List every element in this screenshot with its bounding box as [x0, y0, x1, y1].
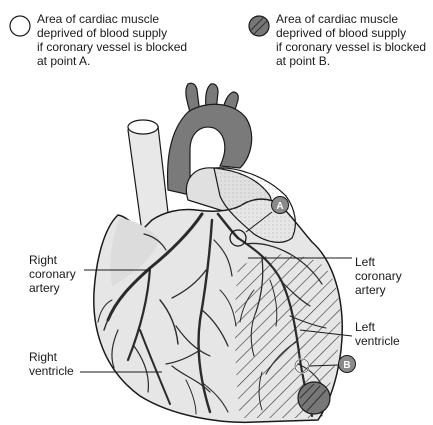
label-left-coronary-artery: Left coronary artery [355, 255, 402, 297]
legend-swatch-b [249, 16, 269, 36]
label-right-ventricle: Right ventricle [29, 350, 74, 378]
point-a-label: A [276, 201, 283, 212]
label-right-coronary-artery: Right coronary artery [29, 253, 76, 295]
legend-swatch-a [8, 14, 30, 36]
point-b-label: B [343, 360, 350, 371]
label-left-ventricle: Left ventricle [355, 320, 400, 348]
affected-area-b [298, 382, 330, 414]
